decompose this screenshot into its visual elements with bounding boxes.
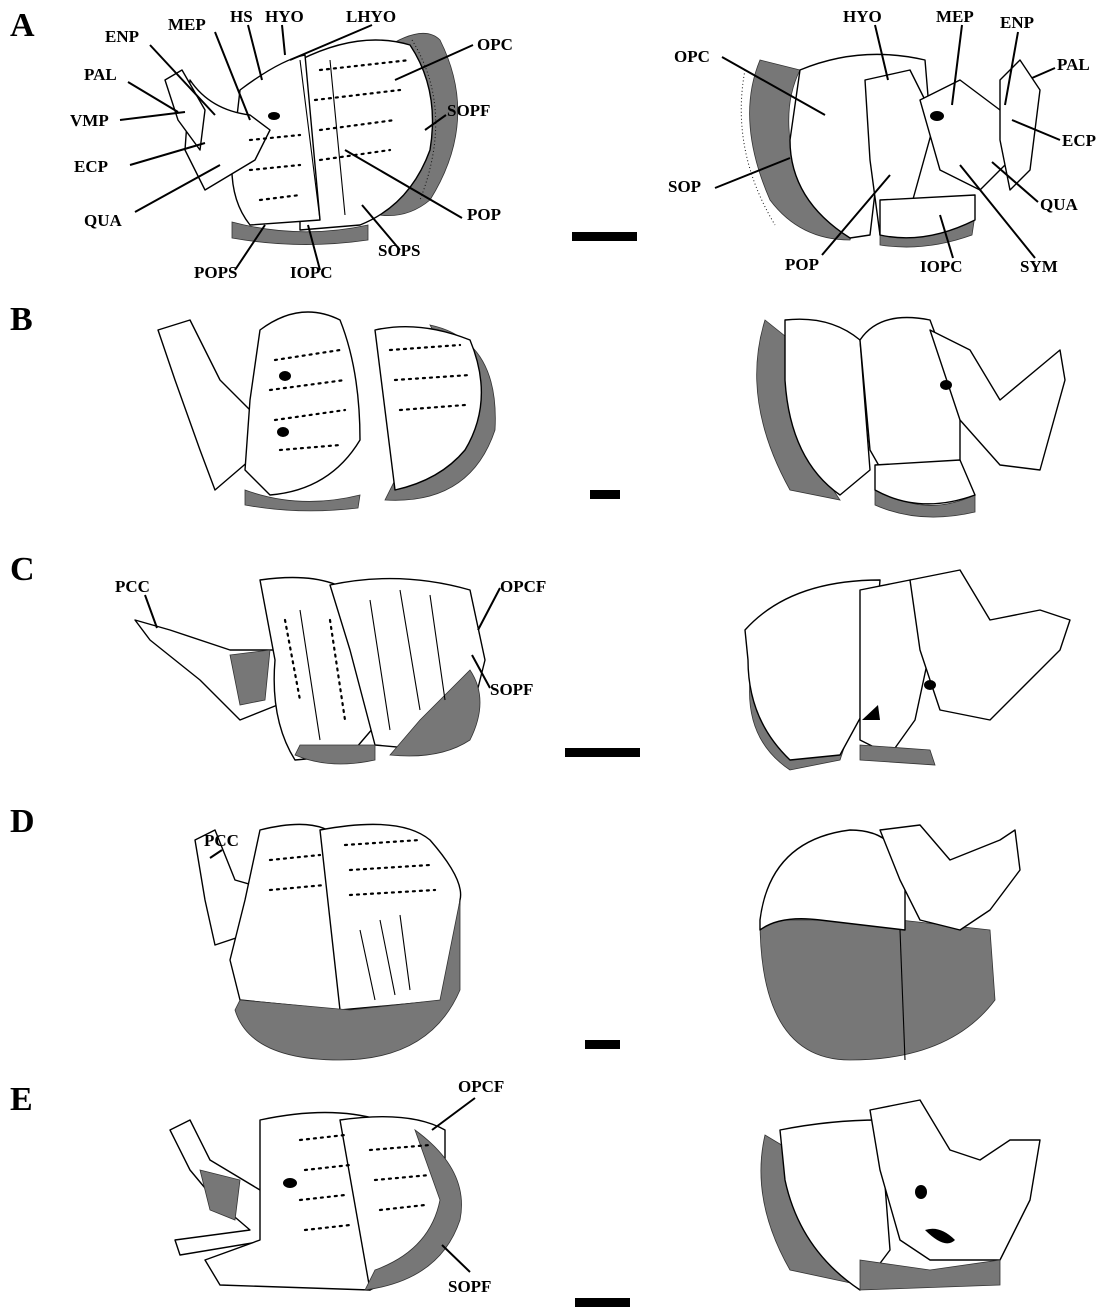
scale-bar-a [572,232,637,241]
label-c-sopf: SOPF [490,680,533,699]
panel-b-left-drawing [158,312,495,511]
label-c-pcc: PCC [115,577,150,596]
scale-bar-e [575,1298,630,1307]
panel-a-letter: A [10,7,35,44]
label-right-qua: QUA [1040,195,1079,214]
scale-bar-b [590,490,620,499]
panel-c: C PCC OPCF SOPF [10,551,1070,770]
panel-a-left-drawing [165,33,458,244]
panel-e: E OPCF SOPF [10,1077,1040,1307]
label-e-sopf: SOPF [448,1277,491,1296]
label-hyo: HYO [265,7,304,26]
label-pal: PAL [84,65,117,84]
panel-a-right-drawing [741,54,1040,247]
label-c-opcf: OPCF [500,577,546,596]
label-ecp: ECP [74,157,108,176]
label-right-pal: PAL [1057,55,1090,74]
label-e-opcf: OPCF [458,1077,504,1096]
panel-d-left-drawing [195,824,461,1060]
label-right-iopc: IOPC [920,257,963,276]
panel-c-right-drawing [745,570,1070,770]
label-vmp: VMP [70,111,109,130]
label-mep: MEP [168,15,206,34]
label-enp: ENP [105,27,139,46]
panel-d-right-drawing [760,825,1020,1060]
label-right-ecp: ECP [1062,131,1096,150]
label-sopf: SOPF [447,101,490,120]
scale-bar-d [585,1040,620,1049]
label-iopc: IOPC [290,263,333,282]
label-right-sop: SOP [668,177,701,196]
label-lhyo: LHYO [346,7,396,26]
panel-e-left-drawing [170,1113,462,1291]
panel-e-right-drawing [761,1100,1040,1290]
label-hs: HS [230,7,253,26]
label-right-enp: ENP [1000,13,1034,32]
label-d-pcc: PCC [204,831,239,850]
label-right-pop: POP [785,255,819,274]
panel-e-letter: E [10,1081,33,1118]
panel-c-letter: C [10,551,35,588]
panel-b-letter: B [10,301,33,338]
label-right-hyo: HYO [843,7,882,26]
label-right-opc: OPC [674,47,710,66]
label-qua: QUA [84,211,123,230]
panel-a: A ENP MEP HS HYO LHYO OPC PAL VMP SOPF E… [10,7,1096,282]
panel-c-left-drawing [135,578,485,765]
label-pops: POPS [194,263,237,282]
scale-bar-c [565,748,640,757]
panel-b: B [10,301,1065,517]
label-right-mep: MEP [936,7,974,26]
panel-b-right-drawing [757,318,1065,518]
label-pop: POP [467,205,501,224]
label-opc: OPC [477,35,513,54]
panel-d-letter: D [10,803,35,840]
label-right-sym: SYM [1020,257,1058,276]
panel-d: D PCC [10,803,1020,1060]
